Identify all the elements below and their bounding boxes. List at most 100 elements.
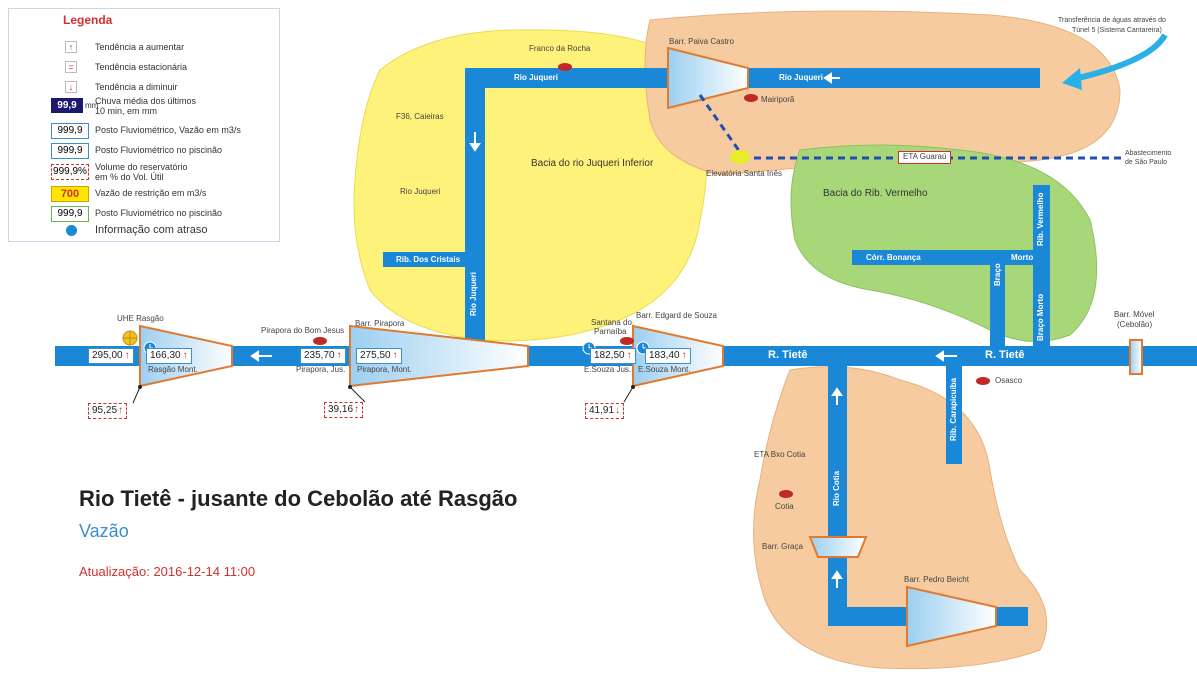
city-marker-mairipora — [744, 94, 758, 102]
label-f36-caieiras: F36, Caieiras — [396, 112, 444, 121]
river-juqueri-top-right — [740, 68, 1040, 88]
legend-row-post: 999,9 Posto Fluviométrico, Vazão em m3/s — [9, 122, 279, 140]
river-label-rib-cristais: Rib. Dos Cristais — [396, 255, 461, 264]
reservoir-pirapora[interactable]: 39,16↑ — [324, 402, 364, 418]
label-barr-edgard: Barr. Edgard de Souza — [636, 311, 717, 320]
label-transfer-2: Túnel 5 (Sistema Cantareira) — [1072, 27, 1162, 34]
flow-arrow-cotia-1 — [831, 387, 843, 405]
label-franco-da-rocha: Franco da Rocha — [529, 44, 591, 53]
arrow-up-icon: ↑ — [392, 350, 398, 361]
legend-row-rain: 99,9 mm Chuva média dos últimos 10 min, … — [9, 95, 279, 121]
label-pirapora-bj: Pirapora do Bom Jesus — [261, 326, 345, 335]
city-marker-santana — [620, 337, 634, 345]
river-rib-cristais — [383, 252, 465, 267]
dam-pedro-beicht — [906, 585, 997, 648]
legend-row-post3: 999,9 Posto Fluviométrico no piscinão — [9, 205, 279, 223]
label-eta-bxo-cotia: ETA Bxo Cotia — [754, 450, 806, 459]
river-label-cotia: Rio Cotia — [832, 470, 841, 506]
flow-arrow-juqueri-vert — [469, 132, 481, 152]
city-marker-pirapora — [313, 337, 327, 345]
dam-graca — [808, 536, 868, 558]
clock-icon — [59, 225, 83, 237]
legend-row-delay: Informação com atraso — [9, 223, 279, 241]
label-pirapora-mont: Pirapora, Mont. — [357, 365, 412, 374]
arrow-up-icon: ↑ — [336, 350, 342, 361]
arrow-up-icon: ↑ — [182, 350, 188, 361]
river-braco — [990, 250, 1005, 348]
legend-title: Legenda — [63, 13, 113, 27]
legend-row-restr: 700 Vazão de restrição em m3/s — [9, 185, 279, 203]
reservoir-esouza[interactable]: 41,91↓ — [585, 403, 625, 419]
river-label-carapicuiba: Rib. Carapicuíba — [949, 377, 958, 441]
flow-arrow-tiete-2 — [935, 350, 957, 362]
river-label-tiete-2: R. Tietê — [985, 349, 1025, 361]
dam-movel-cebolao — [1129, 339, 1143, 375]
arrow-up-icon: ↑ — [59, 41, 83, 53]
label-santana-2: Parnaíba — [594, 327, 627, 336]
flow-arrow-cotia-2 — [831, 570, 843, 588]
arrow-up-icon: ↑ — [354, 404, 360, 415]
dam-pirapora — [349, 324, 529, 388]
elevatoria-marker — [730, 150, 750, 164]
label-barr-pirapora: Barr. Pirapora — [355, 319, 405, 328]
label-uhe-rasgao: UHE Rasgão — [117, 314, 164, 323]
arrow-up-icon: ↑ — [681, 350, 687, 361]
station-esouza-mont[interactable]: 183,40↑ — [645, 348, 691, 364]
station-esouza-jus[interactable]: 182,50↑ — [590, 348, 636, 364]
page-subtitle: Vazão — [79, 521, 129, 541]
river-label-rib-vermelho: Rib. Vermelho — [1036, 192, 1045, 246]
label-elevatoria: Elevatória Santa Inês — [706, 169, 783, 178]
river-juqueri-vertical — [465, 68, 485, 348]
stable-icon: = — [59, 61, 83, 73]
label-rasgao-mont: Rasgão Mont. — [148, 365, 198, 374]
label-cotia: Cotia — [775, 502, 794, 511]
basin-cotia-orange — [753, 366, 1048, 670]
river-label-juqueri-vert: Rio Juqueri — [469, 271, 478, 316]
legend-row-up: ↑ Tendência a aumentar — [9, 39, 279, 57]
river-label-juqueri-top2: Rio Juqueri — [779, 73, 824, 82]
legend-panel: Legenda ↑ Tendência a aumentar = Tendênc… — [8, 8, 280, 242]
basin-paiva-orange — [644, 10, 1121, 176]
river-label-tiete-1: R. Tietê — [768, 349, 808, 361]
page-title: Rio Tietê - jusante do Cebolão até Rasgã… — [79, 486, 518, 511]
station-pirapora-mont[interactable]: 275,50↑ — [356, 348, 402, 364]
legend-row-down: ↓ Tendência a diminuir — [9, 79, 279, 97]
basin-vermelho-green — [790, 144, 1098, 342]
city-marker-franco — [558, 63, 572, 71]
label-abastecimento-2: de São Paulo — [1125, 159, 1168, 166]
city-marker-cotia — [779, 490, 793, 498]
river-label-braco: Braço — [993, 263, 1002, 286]
label-esouza-jus: E.Souza Jus. — [584, 365, 632, 374]
legend-row-post2: 999,9 Posto Fluviométrico no piscinão — [9, 142, 279, 160]
reservoir-rasgao[interactable]: 95,25↑ — [88, 403, 128, 419]
label-mairipora: Mairiporã — [761, 95, 795, 104]
label-bacia-vermelho: Bacia do Rib. Vermelho — [823, 188, 928, 199]
label-bacia-juqueri: Bacia do rio Juqueri Inferior — [531, 158, 654, 169]
river-juqueri-top — [465, 68, 675, 88]
label-barr-pedro: Barr. Pedro Beicht — [904, 575, 969, 584]
river-rib-vermelho — [1033, 185, 1050, 348]
arrow-up-icon: ↑ — [124, 350, 130, 361]
river-label-morto: Morto — [1011, 253, 1034, 262]
label-rio-juqueri-side: Rio Juqueri — [400, 187, 441, 196]
label-barr-graca: Barr. Graça — [762, 542, 803, 551]
label-barr-paiva-castro: Barr. Paiva Castro — [669, 37, 734, 46]
label-eta-guarau: ETA Guaraú — [898, 151, 952, 164]
river-label-corr-bonanca: Córr. Bonança — [866, 253, 921, 262]
flow-arrow-tiete-1 — [250, 350, 272, 362]
river-label-juqueri-top1: Rio Juqueri — [514, 73, 559, 82]
arrow-up-icon: ↑ — [626, 350, 632, 361]
label-osasco: Osasco — [995, 376, 1023, 385]
station-rasgao-jus[interactable]: 295,00↑ — [88, 348, 134, 364]
arrow-up-icon: ↑ — [118, 405, 124, 416]
station-pirapora-jus[interactable]: 235,70↑ — [300, 348, 346, 364]
label-barr-movel-2: (Cebolão) — [1117, 320, 1153, 329]
label-barr-movel-1: Barr. Móvel — [1114, 310, 1155, 319]
label-santana-1: Santana do — [591, 318, 632, 327]
label-abastecimento-1: Abastecimento — [1125, 150, 1172, 157]
station-rasgao-mont[interactable]: 166,30↑ — [146, 348, 192, 364]
label-pirapora-jus: Pirapora, Jus. — [296, 365, 346, 374]
transfer-arrow-icon — [1069, 33, 1168, 83]
legend-row-res: 999,9% Volume do reservatório em % do Vo… — [9, 161, 279, 185]
